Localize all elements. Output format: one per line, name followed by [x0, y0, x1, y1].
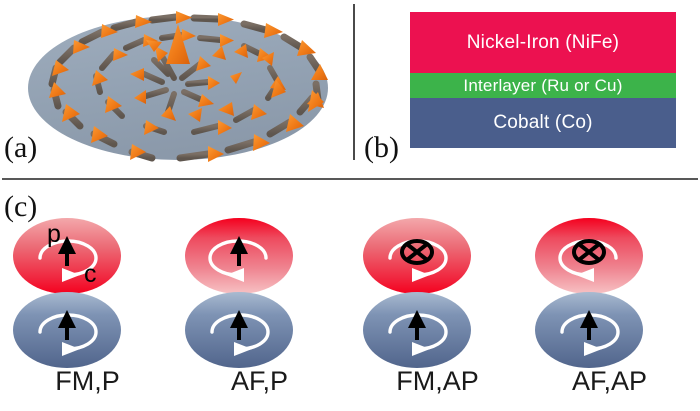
top-disc-af-ap	[535, 218, 643, 294]
caption-fm-p: FM,P	[55, 366, 120, 396]
stack-layer-cobalt-label: Cobalt (Co)	[493, 112, 593, 133]
polarity-annotation: p	[47, 220, 61, 248]
bottom-circulation-cw-af-ap	[560, 313, 620, 351]
top-circulation-ccw-af-ap	[558, 239, 618, 277]
top-circulation-arrowhead-af-p	[226, 268, 244, 282]
caption-af-ap: AF,AP	[571, 366, 648, 396]
stack-layer-nife-label: Nickel-Iron (NiFe)	[466, 31, 620, 53]
top-polarity-up-fm-p	[58, 236, 76, 266]
top-circulation-cw-fm-ap	[388, 239, 448, 277]
panel-divider-vertical	[353, 4, 355, 160]
panel-divider-horizontal	[2, 178, 698, 180]
top-circulation-arrowhead-fm-ap	[412, 268, 430, 282]
bottom-circulation-arrowhead-af-ap	[584, 342, 602, 356]
panel-label-b: (b)	[364, 131, 399, 164]
stack-layer-cobalt: Cobalt (Co)	[410, 98, 676, 148]
bottom-circulation-cw-af-p	[210, 313, 270, 351]
top-circulation-cw-fm-p	[38, 239, 98, 277]
bottom-circulation-cw-fm-ap	[388, 313, 448, 351]
bottom-circulation-arrowhead-af-p	[234, 342, 252, 356]
top-polarity-up-af-p	[230, 236, 248, 266]
bottom-circulation-arrowhead-fm-p	[62, 342, 80, 356]
top-circulation-arrowhead-af-ap	[576, 268, 594, 282]
panel-label-c: (c)	[4, 190, 38, 223]
vortex-disc-panel	[22, 2, 334, 174]
configuration-af-ap: AF,AP	[522, 208, 697, 408]
stack-layer-nife: Nickel-Iron (NiFe)	[410, 12, 676, 73]
top-polarity-down-fm-ap	[400, 239, 434, 265]
panel-label-a: (a)	[4, 131, 38, 164]
caption-af-p: AF,P	[230, 366, 289, 396]
bottom-circulation-cw-fm-p	[38, 313, 98, 351]
top-circulation-arrowhead-fm-p	[62, 268, 80, 282]
configuration-af-p: AF,P	[172, 208, 347, 408]
vortex-arrow-field	[48, 11, 328, 162]
top-circulation-ccw-af-p	[208, 239, 268, 277]
bottom-polarity-up-fm-p	[58, 310, 76, 340]
bottom-polarity-up-fm-ap	[408, 310, 426, 340]
bottom-circulation-arrowhead-fm-ap	[412, 342, 430, 356]
configuration-fm-ap: FM,AP	[350, 208, 525, 408]
top-polarity-down-af-ap	[572, 239, 606, 265]
disc-pair-fm-ap	[363, 218, 471, 368]
configuration-row: p c FM,P	[0, 208, 700, 408]
configuration-fm-p: p c FM,P	[0, 208, 175, 408]
circulation-annotation: c	[84, 260, 97, 288]
stack-layer-interlayer: Interlayer (Ru or Cu)	[410, 73, 676, 98]
vortex-core-arrow	[166, 24, 190, 96]
multilayer-stack: Nickel-Iron (NiFe) Interlayer (Ru or Cu)…	[410, 12, 676, 148]
vortex-disc-svg	[28, 11, 328, 162]
stack-layer-interlayer-label: Interlayer (Ru or Cu)	[463, 75, 623, 95]
bottom-polarity-up-af-ap	[580, 310, 598, 340]
disc-pair-af-p	[185, 218, 293, 368]
top-disc-fm-ap	[363, 218, 471, 294]
disc-pair-af-ap	[535, 218, 643, 368]
disc-pair-fm-p	[13, 218, 121, 368]
bottom-polarity-up-af-p	[230, 310, 248, 340]
caption-fm-ap: FM,AP	[396, 366, 479, 396]
